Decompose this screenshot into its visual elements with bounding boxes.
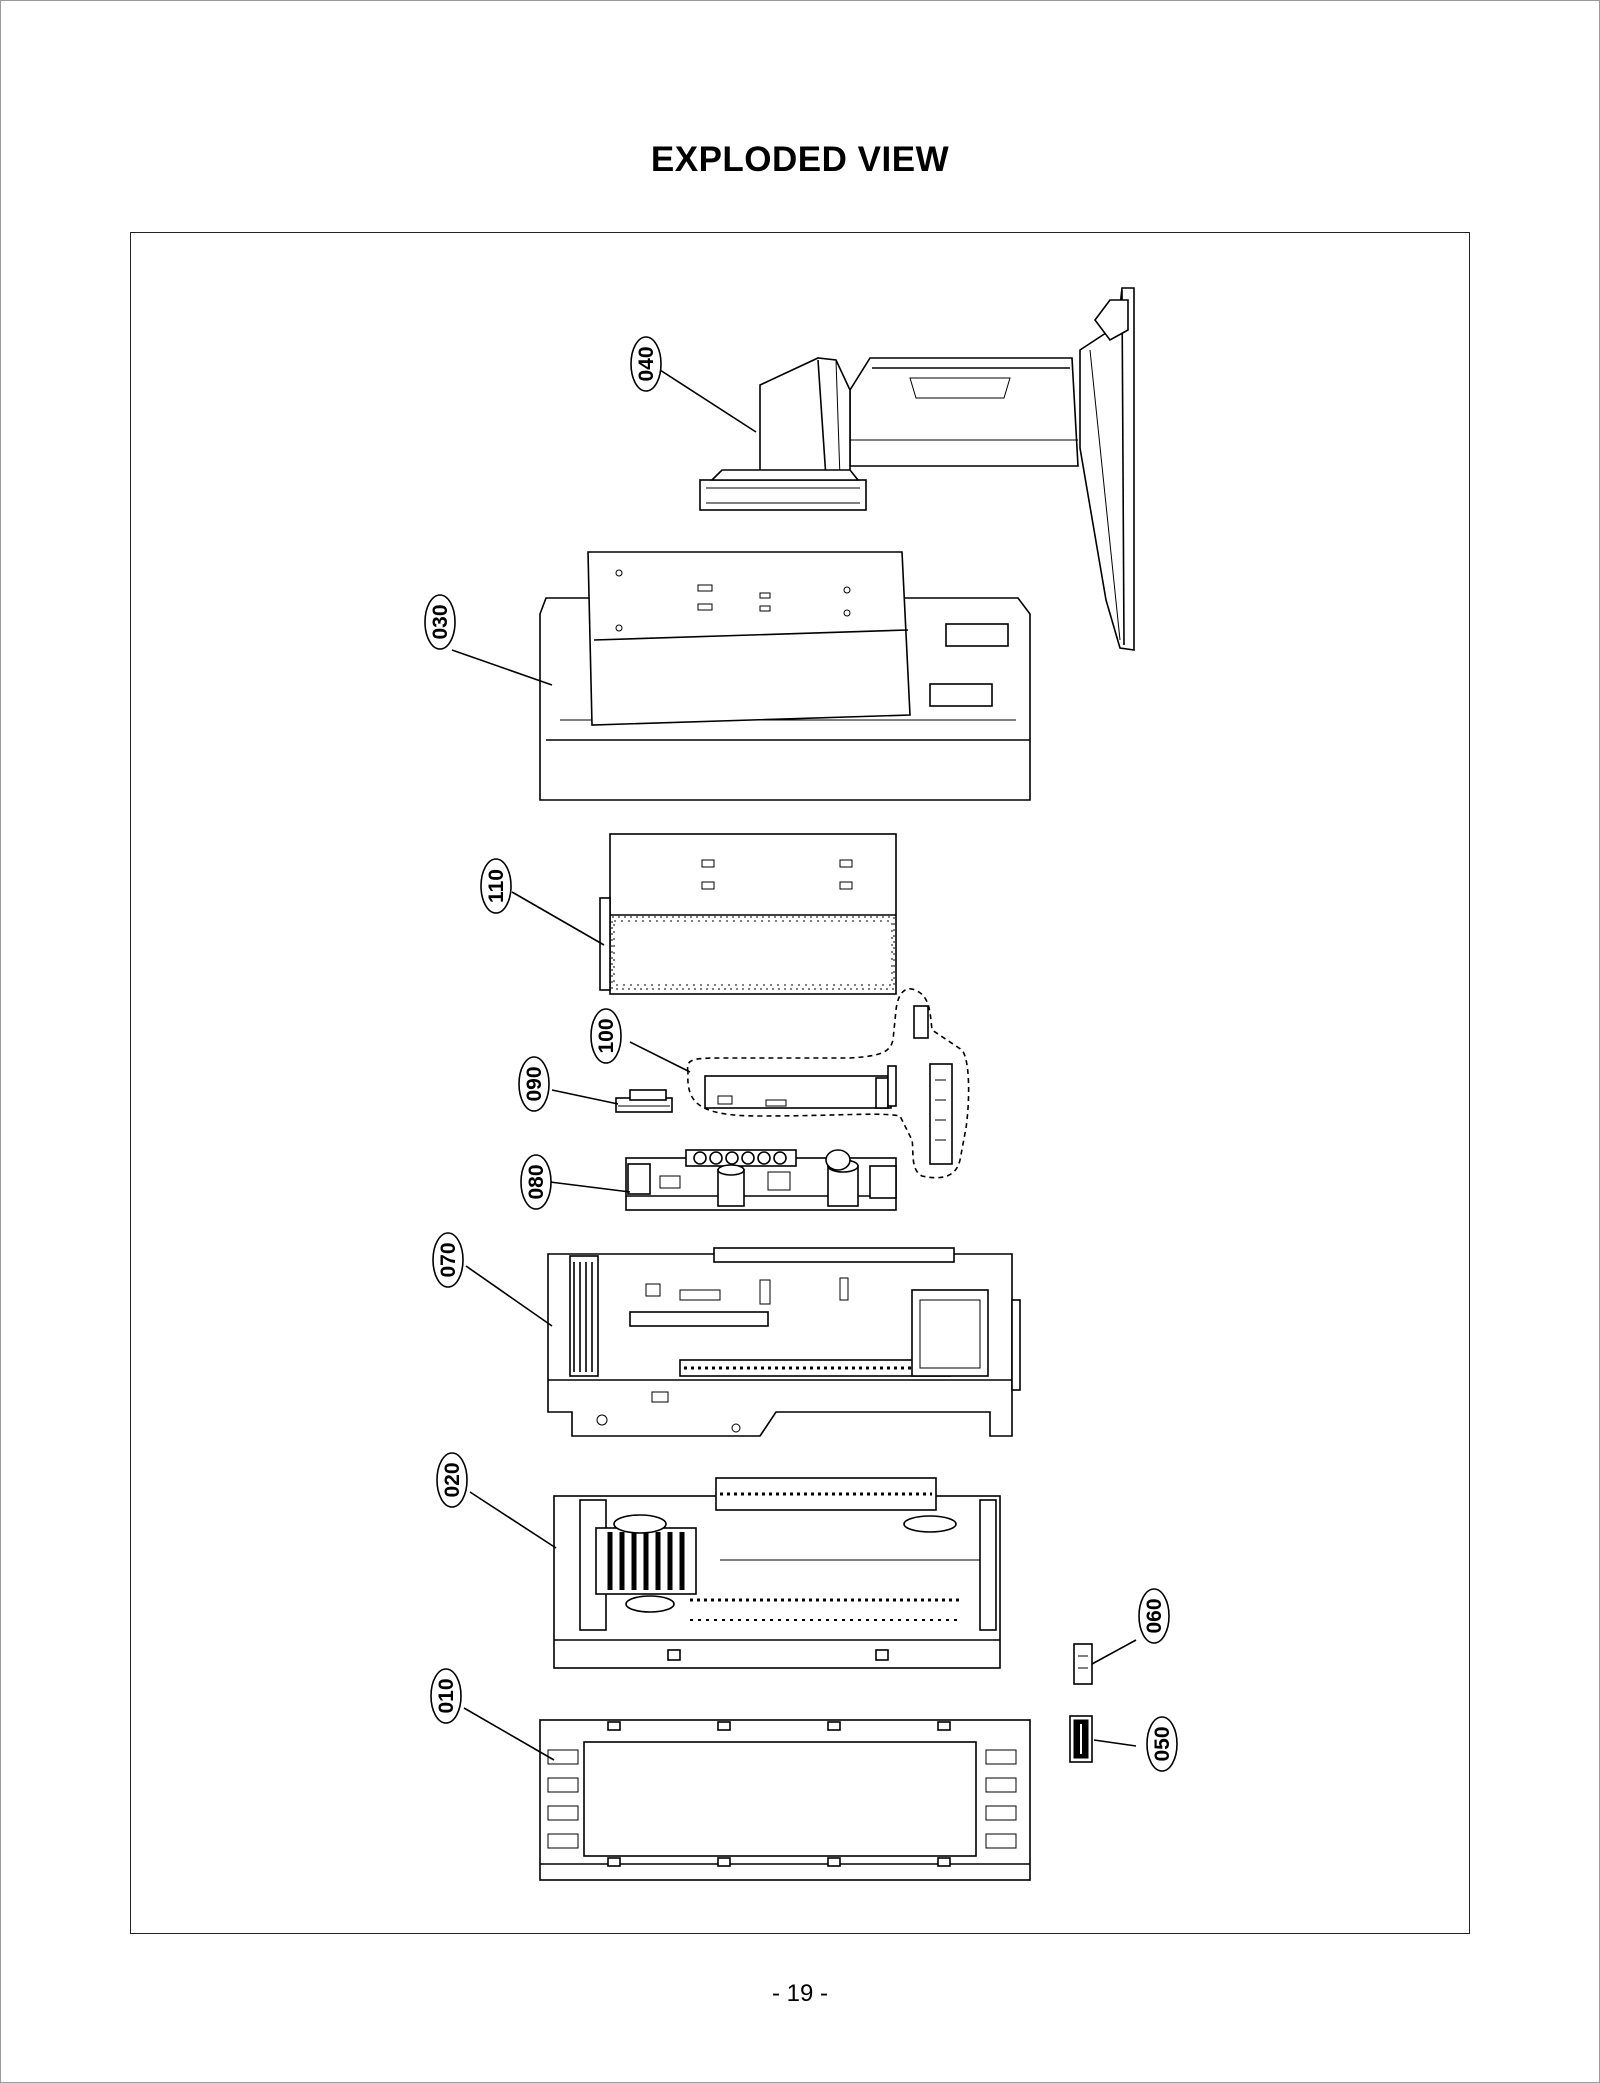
page-title: EXPLODED VIEW <box>650 140 950 179</box>
callout-030: 030 <box>424 594 456 650</box>
page-number: - 19 - <box>771 1980 828 2007</box>
diagram-frame <box>130 232 1470 1934</box>
part-070-main-board-frame <box>547 1247 1021 1437</box>
callout-090: 090 <box>518 1056 550 1112</box>
callout-040: 040 <box>630 336 662 392</box>
part-090-connector-board <box>615 1089 673 1113</box>
callout-leaders <box>451 369 1137 1761</box>
callout-060: 060 <box>1138 1588 1170 1644</box>
part-110-shield-case <box>599 833 897 995</box>
part-020-lcd-module <box>553 1477 1001 1669</box>
svg-text:080: 080 <box>525 1164 548 1199</box>
part-100-control-board <box>686 988 970 1179</box>
part-050-button-part <box>1069 1715 1093 1763</box>
lcd-vent-block <box>595 1527 697 1595</box>
svg-text:070: 070 <box>437 1242 460 1277</box>
callout-110: 110 <box>480 858 512 914</box>
callout-010: 010 <box>430 1668 462 1724</box>
callout-050: 050 <box>1146 1716 1178 1772</box>
svg-text:050: 050 <box>1151 1726 1174 1761</box>
svg-text:030: 030 <box>429 604 452 639</box>
svg-text:060: 060 <box>1143 1598 1166 1633</box>
svg-text:110: 110 <box>485 869 508 903</box>
part-080-power-board <box>625 1149 897 1211</box>
callout-080: 080 <box>520 1154 552 1210</box>
svg-text:100: 100 <box>595 1018 618 1053</box>
part-040-stand <box>699 287 1135 651</box>
callout-020: 020 <box>436 1452 468 1508</box>
svg-text:010: 010 <box>435 1678 458 1713</box>
callout-070: 070 <box>432 1232 464 1288</box>
part-060-small-bracket <box>1073 1643 1093 1685</box>
svg-text:090: 090 <box>523 1066 546 1101</box>
svg-text:020: 020 <box>441 1462 464 1497</box>
part-010-front-cabinet <box>539 1719 1031 1881</box>
part-030-back-cover <box>539 551 1031 801</box>
callout-100: 100 <box>590 1008 622 1064</box>
svg-text:040: 040 <box>635 346 658 381</box>
